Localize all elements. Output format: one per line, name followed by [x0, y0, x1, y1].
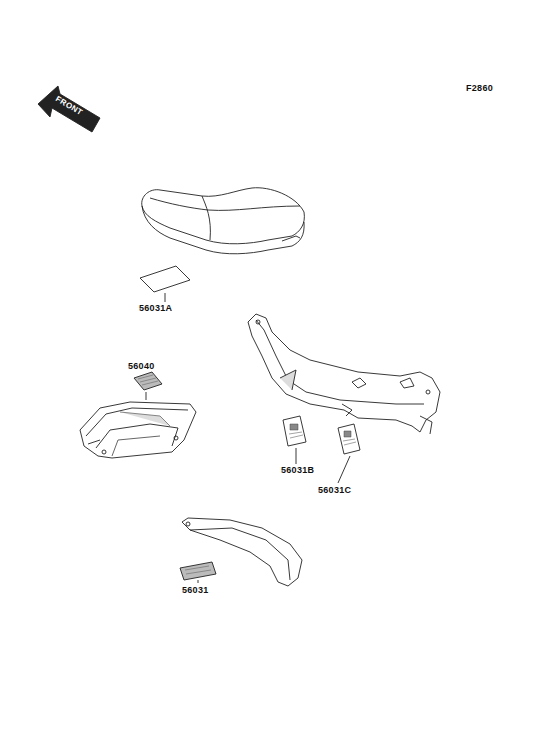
callout-number: 56031: [182, 586, 209, 595]
callout-number: 56031C: [318, 486, 351, 495]
callout-number: F2860: [466, 84, 493, 93]
callout-number: 56031A: [139, 304, 172, 313]
callout-number: 56031B: [281, 466, 314, 475]
callout-number: 56040: [128, 362, 155, 371]
